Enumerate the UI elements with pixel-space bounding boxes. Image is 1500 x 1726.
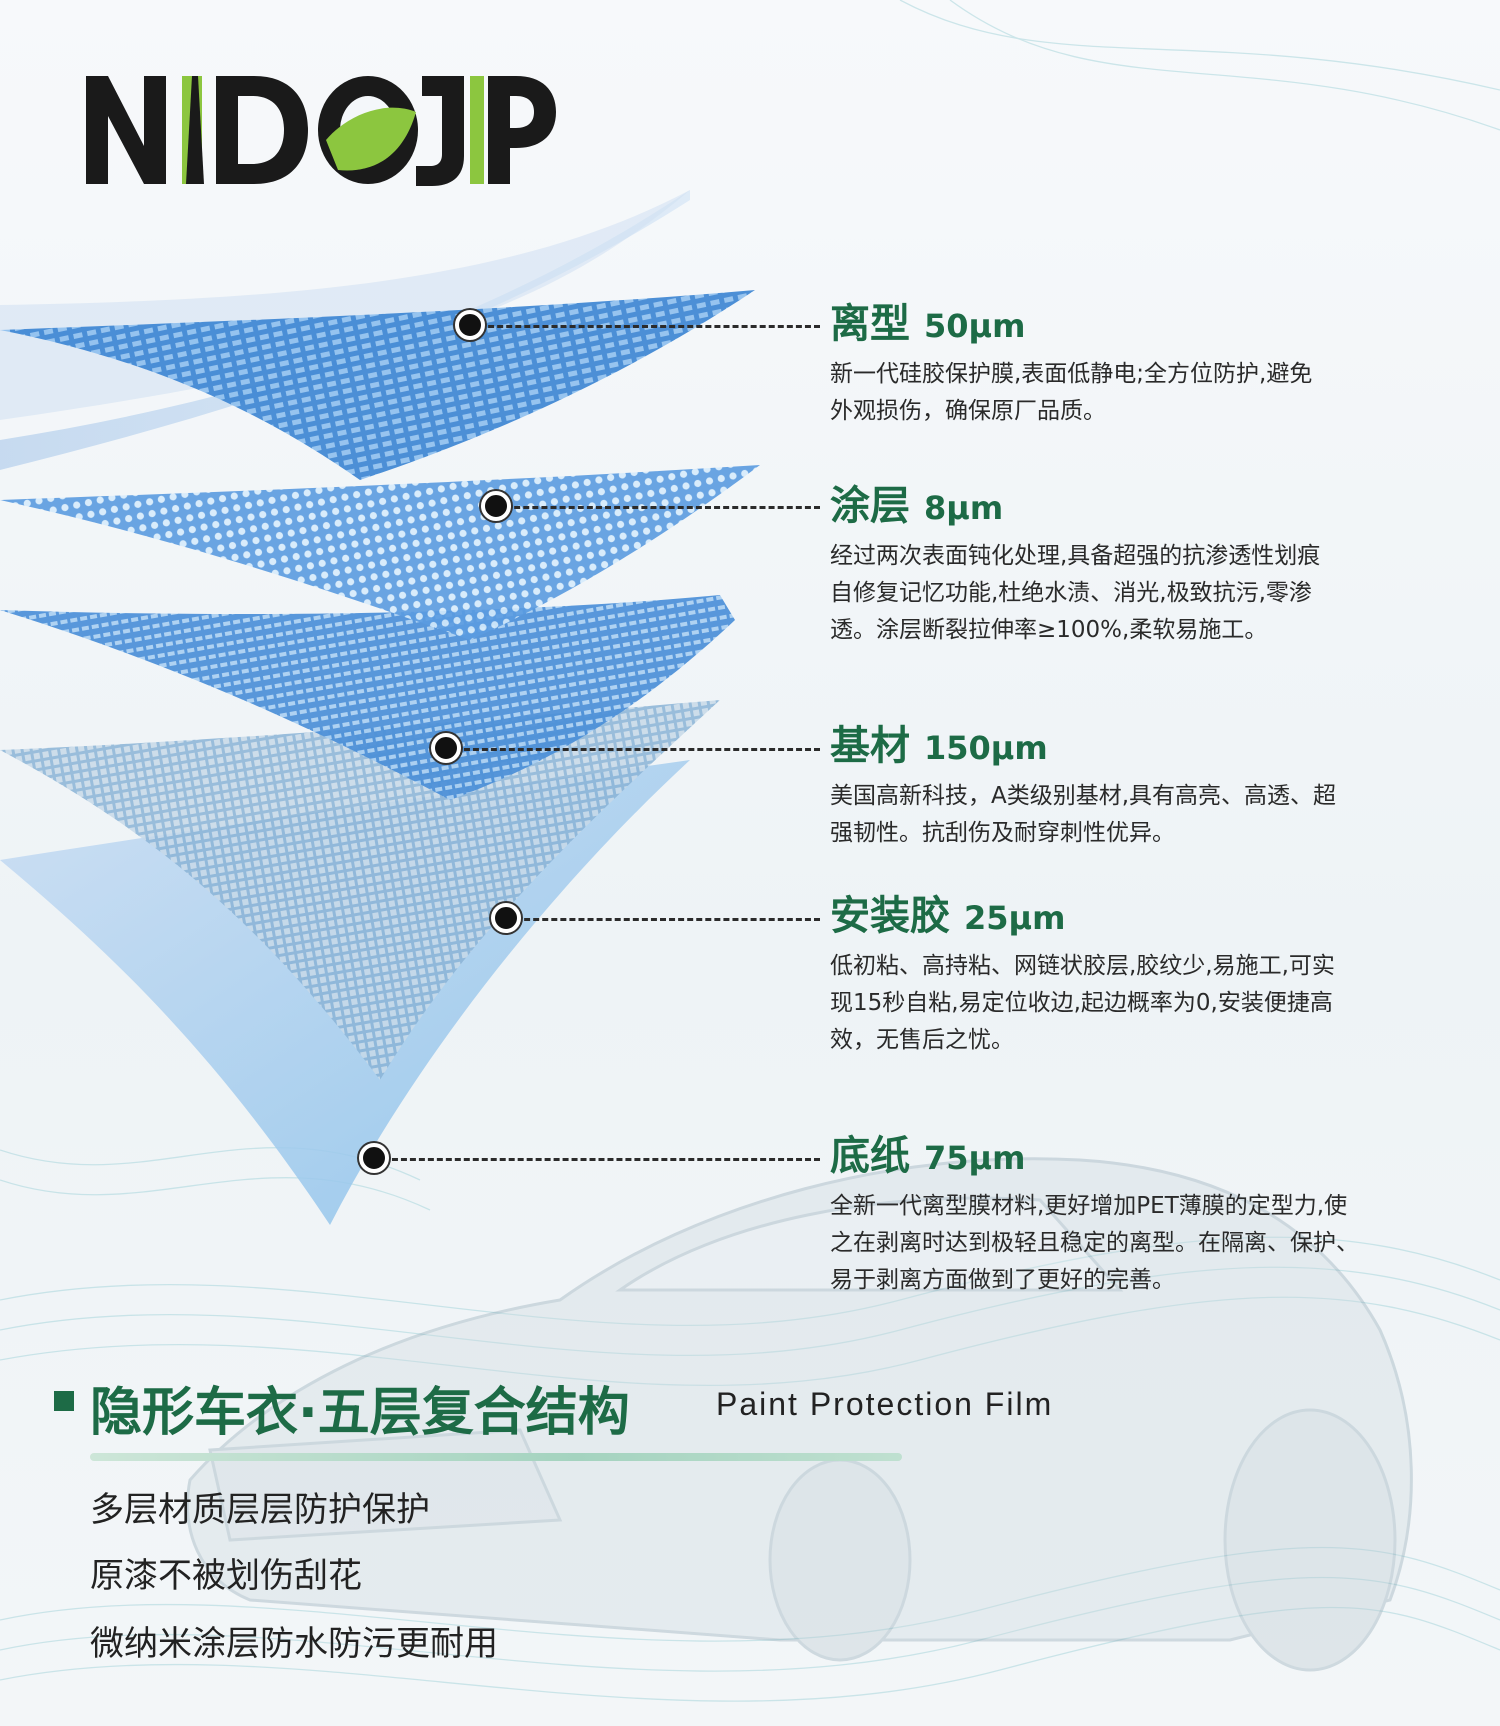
layer-adhesive: 安装胶 25μm 低初粘、高持粘、网链状胶层,胶纹少,易施工,可实 现15秒自粘,… bbox=[830, 892, 1470, 1059]
callout-dot-substrate bbox=[431, 733, 461, 763]
layer-coating: 涂层 8μm 经过两次表面钝化处理,具备超强的抗渗透性划痕 自修复记忆功能,杜绝水… bbox=[830, 482, 1470, 649]
layer-desc-line: 外观损伤，确保原厂品质。 bbox=[830, 398, 1106, 424]
callout-dot-paper bbox=[359, 1143, 389, 1173]
layer-name: 基材 bbox=[830, 723, 910, 769]
bullet-square-icon bbox=[54, 1391, 74, 1411]
layer-desc-line: 新一代硅胶保护膜,表面低静电;全方位防护,避免 bbox=[830, 361, 1313, 387]
layer-description: 低初粘、高持粘、网链状胶层,胶纹少,易施工,可实 现15秒自粘,易定位收边,起边… bbox=[830, 948, 1470, 1059]
brand-logo bbox=[86, 72, 506, 190]
layer-substrate: 基材 150μm 美国高新科技，A类级别基材,具有高亮、高透、超 强韧性。抗刮伤及… bbox=[830, 722, 1470, 852]
feature-item: 多层材质层层防护保护 bbox=[90, 1490, 430, 1530]
heading-english: Paint Protection Film bbox=[716, 1386, 1054, 1422]
layer-desc-line: 之在剥离时达到极轻且稳定的离型。在隔离、保护、 bbox=[830, 1230, 1359, 1256]
layer-name: 安装胶 bbox=[830, 893, 950, 939]
layer-name: 离型 bbox=[830, 301, 910, 347]
layer-name: 底纸 bbox=[830, 1133, 910, 1179]
layer-thickness: 25μm bbox=[964, 899, 1066, 937]
layer-paper: 底纸 75μm 全新一代离型膜材料,更好增加PET薄膜的定型力,使 之在剥离时达到… bbox=[830, 1132, 1470, 1299]
feature-item: 原漆不被划伤刮花 bbox=[90, 1556, 362, 1596]
callout-dot-release bbox=[455, 310, 485, 340]
layer-title: 基材 150μm bbox=[830, 722, 1470, 772]
section-heading: 隐形车衣·五层复合结构 Paint Protection Film bbox=[54, 1370, 1204, 1443]
layer-title: 安装胶 25μm bbox=[830, 892, 1470, 942]
layer-thickness: 8μm bbox=[924, 489, 1004, 527]
layer-desc-line: 透。涂层断裂拉伸率≥100%,柔软易施工。 bbox=[830, 617, 1268, 643]
layer-desc-line: 美国高新科技，A类级别基材,具有高亮、高透、超 bbox=[830, 783, 1337, 809]
layer-description: 新一代硅胶保护膜,表面低静电;全方位防护,避免 外观损伤，确保原厂品质。 bbox=[830, 356, 1470, 430]
callout-line-adhesive bbox=[506, 918, 820, 921]
layer-desc-line: 效，无售后之忧。 bbox=[830, 1027, 1014, 1053]
layer-thickness: 75μm bbox=[924, 1139, 1026, 1177]
layer-desc-line: 低初粘、高持粘、网链状胶层,胶纹少,易施工,可实 bbox=[830, 953, 1335, 979]
layer-name: 涂层 bbox=[830, 483, 910, 529]
callout-dot-adhesive bbox=[491, 903, 521, 933]
layer-desc-line: 经过两次表面钝化处理,具备超强的抗渗透性划痕 bbox=[830, 543, 1321, 569]
layer-title: 涂层 8μm bbox=[830, 482, 1470, 532]
layer-desc-line: 易于剥离方面做到了更好的完善。 bbox=[830, 1267, 1175, 1293]
heading-chinese: 隐形车衣·五层复合结构 bbox=[90, 1383, 630, 1443]
callout-line-paper bbox=[374, 1158, 820, 1161]
layer-release: 离型 50μm 新一代硅胶保护膜,表面低静电;全方位防护,避免 外观损伤，确保原厂… bbox=[830, 300, 1470, 430]
layer-description: 美国高新科技，A类级别基材,具有高亮、高透、超 强韧性。抗刮伤及耐穿刺性优异。 bbox=[830, 778, 1470, 852]
layer-description: 全新一代离型膜材料,更好增加PET薄膜的定型力,使 之在剥离时达到极轻且稳定的离… bbox=[830, 1188, 1470, 1299]
layer-description: 经过两次表面钝化处理,具备超强的抗渗透性划痕 自修复记忆功能,杜绝水渍、消光,极… bbox=[830, 538, 1470, 649]
layer-thickness: 50μm bbox=[924, 307, 1026, 345]
callout-dot-coating bbox=[481, 491, 511, 521]
callout-line-substrate bbox=[446, 748, 820, 751]
layer-desc-line: 现15秒自粘,易定位收边,起边概率为0,安装便捷高 bbox=[830, 990, 1333, 1016]
layer-desc-line: 全新一代离型膜材料,更好增加PET薄膜的定型力,使 bbox=[830, 1193, 1348, 1219]
layer-title: 底纸 75μm bbox=[830, 1132, 1470, 1182]
feature-item: 微纳米涂层防水防污更耐用 bbox=[90, 1624, 498, 1664]
callout-line-coating bbox=[496, 506, 820, 509]
layer-desc-line: 强韧性。抗刮伤及耐穿刺性优异。 bbox=[830, 820, 1175, 846]
layer-title: 离型 50μm bbox=[830, 300, 1470, 350]
callout-line-release bbox=[470, 325, 820, 328]
heading-underline bbox=[90, 1453, 902, 1461]
layer-desc-line: 自修复记忆功能,杜绝水渍、消光,极致抗污,零渗 bbox=[830, 580, 1312, 606]
layer-thickness: 150μm bbox=[924, 729, 1048, 767]
